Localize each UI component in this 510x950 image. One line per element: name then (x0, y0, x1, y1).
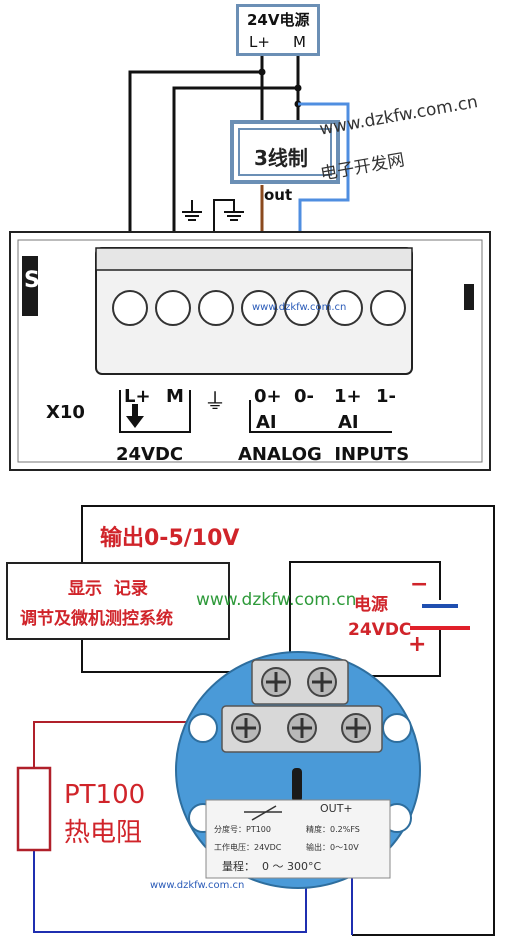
analog-inputs-label: ANALOG INPUTS (238, 444, 410, 465)
power-supply-box: 24V电源 L+ M (236, 4, 320, 56)
ground-icon: ⏚ (204, 390, 227, 415)
watermark-mid: www.dzkfw.com.cn (196, 590, 357, 610)
terminal-label-ai-b: AI (338, 412, 359, 433)
transmitter-spec-accuracy: 精度：0.2%FS (306, 825, 360, 834)
transmitter-spec-output: 输出：0～10V (306, 843, 359, 852)
transmitter-spec-range: 量程： 0 ～ 300°C (222, 860, 322, 873)
display-system-line2: 调节及微机测控系统 (20, 609, 173, 629)
rtd-label-model: PT100 (64, 780, 146, 810)
module-logo-icon: S (24, 268, 40, 293)
terminal-label-0-plus: 0+ (254, 386, 282, 407)
terminal-label-1-minus: 1- (376, 386, 396, 407)
display-system-box: 显示 记录 调节及微机测控系统 (6, 562, 230, 640)
display-system-line1: 显示 记录 (68, 579, 148, 599)
power-supply-l-plus: L+ (249, 33, 270, 51)
power-supply-m: M (293, 33, 306, 51)
transmitter-out-plus: OUT+ (320, 802, 353, 815)
rtd-label-type: 热电阻 (64, 818, 143, 848)
power-voltage: 24VDC (348, 620, 412, 640)
connector-id: X10 (46, 402, 85, 423)
terminal-label-0-minus: 0- (294, 386, 314, 407)
power-minus-symbol: − (410, 572, 429, 597)
watermark-bottom: www.dzkfw.com.cn (150, 880, 245, 891)
output-label: 输出0-5/10V (100, 526, 240, 551)
terminal-label-1-plus: 1+ (334, 386, 362, 407)
terminal-holes (112, 290, 406, 326)
transmitter-spec-model: 分度号：PT100 (214, 825, 271, 834)
power-label: 电源 (354, 595, 388, 615)
transmitter-spec-voltage: 工作电压：24VDC (214, 843, 282, 852)
sensor-label: 3线制 (254, 146, 308, 170)
terminal-watermark: www.dzkfw.com.cn (252, 302, 347, 313)
power-plus-symbol: + (408, 632, 427, 657)
terminal-label-l-plus: L+ (124, 386, 151, 407)
terminal-label-ai-a: AI (256, 412, 277, 433)
sensor-box: 3线制 (230, 120, 340, 184)
sensor-out-label: out (264, 186, 293, 204)
power-supply-title: 24V电源 (247, 11, 310, 29)
terminal-label-m: M (166, 386, 184, 407)
voltage-label-24vdc: 24VDC (116, 444, 184, 465)
